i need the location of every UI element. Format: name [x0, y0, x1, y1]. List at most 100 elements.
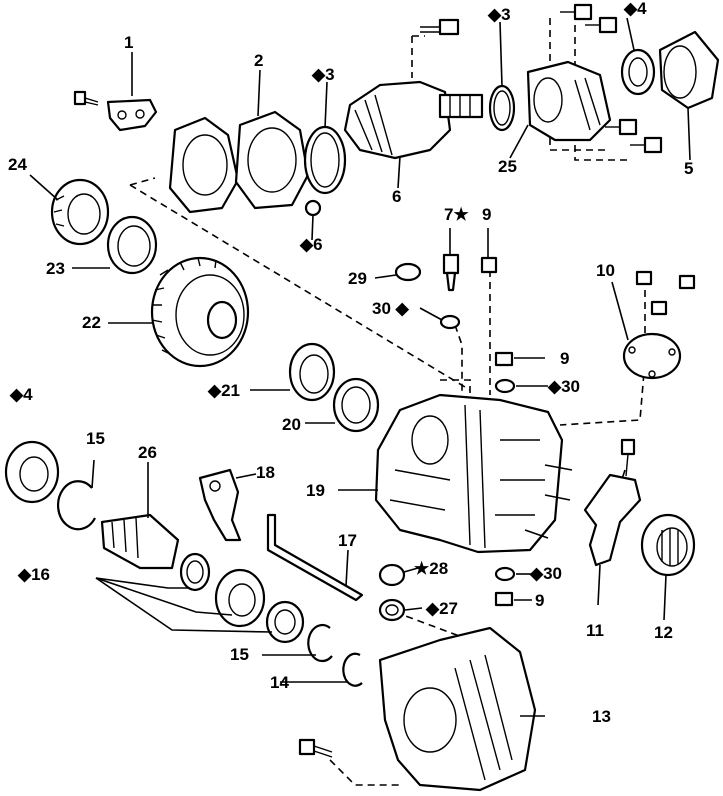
- part-25-extension-housing: [526, 3, 663, 154]
- part-2-gasket-right: [234, 110, 310, 210]
- label-19: 19: [306, 481, 325, 500]
- diamond-icon: ◆: [548, 377, 562, 396]
- label-12: 12: [654, 623, 673, 642]
- part-6-pinion-assembly: [304, 18, 484, 217]
- part-26-shaft: [100, 513, 180, 570]
- label-16: ◆16: [18, 565, 50, 584]
- part-11-fork: [583, 438, 642, 567]
- part-12-synchro: [640, 513, 696, 577]
- part-30-washer-top: [439, 314, 461, 330]
- alignment-line: [129, 184, 471, 391]
- alignment-line: [440, 379, 471, 395]
- part-18-shift-fork: [198, 468, 242, 542]
- part-5-sleeve: [658, 30, 720, 110]
- part-3-o-ring-left: [303, 125, 347, 195]
- alignment-line: [329, 759, 400, 786]
- part-30-washer-mid: [494, 378, 516, 394]
- diamond-icon: ◆: [624, 0, 638, 18]
- label-18: 18: [256, 463, 275, 482]
- part-21-seal: [288, 342, 336, 402]
- bolt-small: [73, 90, 99, 106]
- diamond-icon: ◆: [10, 385, 24, 404]
- label-7: 7★: [444, 205, 469, 224]
- label-9-top: 9: [482, 205, 492, 224]
- diamond-icon: ◆: [300, 235, 314, 254]
- part-20-race: [332, 377, 380, 433]
- label-11: 11: [586, 621, 604, 640]
- part-16-bearing-large: [214, 568, 266, 628]
- label-17: 17: [338, 531, 357, 550]
- label-9-mid: 9: [560, 349, 570, 368]
- diamond-icon: ◆: [208, 381, 222, 400]
- label-30-low: ◆30: [530, 564, 562, 583]
- label-26: 26: [138, 443, 157, 462]
- part-28-plug: [378, 563, 406, 587]
- diamond-icon: ◆: [312, 65, 326, 84]
- label-10: 10: [596, 261, 615, 280]
- star-icon: ★: [414, 559, 430, 578]
- label-28: ★28: [414, 559, 449, 578]
- part-19-transaxle-case: [374, 393, 573, 554]
- part-30-washer-low: [494, 566, 516, 582]
- part-3-o-ring-right: [488, 84, 516, 132]
- part-7-sensor: [442, 253, 460, 292]
- label-25: 25: [498, 157, 517, 176]
- label-23: 23: [46, 259, 65, 278]
- diamond-icon: ◆: [18, 565, 32, 584]
- part-27-seal: [378, 598, 406, 622]
- leader-lines: [29, 17, 691, 717]
- part-17-shift-rod: [266, 513, 364, 602]
- part-10-cover: [622, 332, 682, 380]
- label-22: 22: [82, 313, 101, 332]
- label-13: 13: [592, 707, 611, 726]
- cover-bolts: [635, 270, 696, 316]
- part-2-gasket-left: [168, 116, 240, 214]
- alignment-line: [574, 25, 630, 161]
- label-3-left: ◆3: [312, 65, 335, 84]
- part-13-clutch-housing: [298, 626, 537, 792]
- part-23-race: [106, 215, 158, 275]
- star-icon: ★: [453, 205, 469, 224]
- label-4-left: ◆4: [10, 385, 33, 404]
- label-21: ◆21: [208, 381, 240, 400]
- part-15-snap-ring-left: [56, 480, 96, 531]
- diamond-icon: ◆: [488, 5, 502, 24]
- label-29: 29: [348, 269, 367, 288]
- diamond-icon: ◆: [426, 599, 440, 618]
- part-9-plug-low: [494, 591, 514, 607]
- alignment-line: [559, 290, 646, 426]
- label-5: 5: [684, 159, 694, 178]
- label-2: 2: [254, 51, 264, 70]
- part-4-bearing-left: [4, 440, 60, 504]
- label-6-diamond: ◆6: [300, 235, 323, 254]
- part-14-clip: [342, 652, 363, 687]
- part-22-differential: [150, 256, 250, 368]
- label-20: 20: [282, 415, 301, 434]
- part-4-bearing-top: [620, 48, 656, 96]
- label-30-top: 30 ◆: [372, 299, 409, 318]
- label-24: 24: [8, 155, 27, 174]
- part-16-race: [265, 600, 305, 644]
- part-9-plug-mid: [494, 351, 514, 367]
- label-6: 6: [392, 187, 402, 206]
- part-15-snap-ring-lower: [307, 623, 333, 663]
- alignment-line: [549, 18, 610, 151]
- label-27: ◆27: [426, 599, 458, 618]
- alignment-line: [454, 324, 463, 395]
- part-24-bearing: [50, 178, 110, 246]
- label-3-right: ◆3: [488, 5, 511, 24]
- label-30-mid: ◆30: [548, 377, 580, 396]
- diamond-icon: ◆: [395, 299, 409, 318]
- alignment-line: [129, 177, 156, 186]
- label-15-low: 15: [230, 645, 249, 664]
- part-16-bearing-small: [179, 552, 211, 592]
- label-14: 14: [270, 673, 289, 692]
- label-1: 1: [124, 33, 134, 52]
- diamond-icon: ◆: [530, 564, 544, 583]
- part-1-bracket: [106, 98, 158, 132]
- label-15-top: 15: [86, 429, 105, 448]
- label-4-top: ◆4: [624, 0, 647, 18]
- part-9-plug-top: [480, 256, 498, 274]
